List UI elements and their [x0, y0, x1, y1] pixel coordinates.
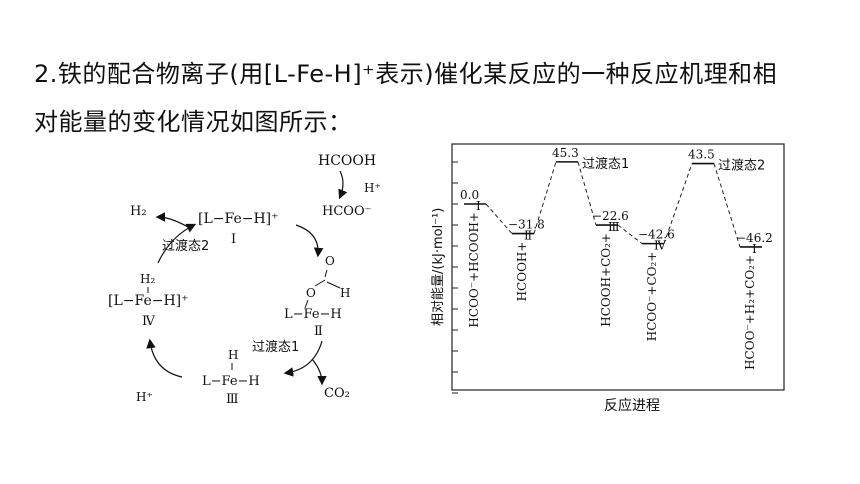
species-text-0: HCOO⁻+HCOOH+	[467, 212, 481, 328]
deprotonation-arrow	[338, 170, 348, 200]
complex-iii-formula: L−Fe−H	[202, 374, 260, 389]
x-axis-label: 反应进程	[604, 397, 660, 414]
arrow-i-to-ii	[295, 224, 324, 258]
complex-i-formula: [L−Fe−H]⁺	[198, 211, 279, 227]
formyl-o-atom: O	[325, 254, 335, 268]
y-axis-ticks	[452, 161, 458, 394]
bridging-o-atom: O	[306, 286, 316, 300]
species-text-1: HCOOH+	[515, 242, 529, 302]
h2-release-arrow	[155, 212, 189, 228]
h-plus-top-label: H⁺	[364, 181, 381, 195]
hcooh-label: HCOOH	[318, 153, 376, 169]
formyl-o-c-bond	[314, 279, 326, 287]
complex-ii-formula: L−Fe−H	[284, 307, 342, 322]
species-roman-0: Ⅰ	[476, 199, 481, 213]
fe-h2-label: H₂	[140, 272, 155, 286]
species-text-3: HCOOH+CO₂+	[599, 233, 613, 327]
species-text-6: HCOO⁻+H₂+CO₂+	[743, 255, 757, 370]
value-label-6: −46.2	[736, 231, 773, 245]
catalytic-cycle-diagram: HCOOH H⁺ HCOO⁻ H₂ 过渡态2 [L−Fe−H]⁺ Ⅰ O H O…	[108, 153, 381, 407]
h2-released-label: H₂	[130, 204, 147, 219]
question-text: 2.铁的配合物离子(用[L-Fe-H]⁺表示)催化某反应的一种反应机理和相 对能…	[34, 50, 834, 146]
species-text-4: HCOO⁻+CO₂+	[645, 252, 659, 342]
co2-label: CO₂	[324, 386, 350, 401]
species-label-1: HCOOH+Ⅱ	[515, 229, 532, 302]
value-label-3: −22.6	[592, 209, 629, 223]
value-label-2: 45.3	[552, 146, 579, 160]
co2-release-arrow	[311, 358, 327, 386]
connector-3	[577, 161, 597, 226]
complex-i-number: Ⅰ	[231, 232, 236, 247]
formyl-c-h-bond	[326, 281, 341, 289]
transition-state-label-5: 过渡态2	[718, 158, 765, 174]
species-roman-1: Ⅱ	[524, 229, 532, 243]
species-label-4: HCOO⁻+CO₂+Ⅳ	[645, 239, 667, 342]
arrow-iii-to-iv	[146, 338, 183, 378]
question-line-1: 2.铁的配合物离子(用[L-Fe-H]⁺表示)催化某反应的一种反应机理和相	[34, 60, 778, 88]
ts2-label: 过渡态2	[162, 238, 209, 254]
complex-ii-number: Ⅱ	[314, 324, 323, 339]
complex-iii-number: Ⅲ	[226, 392, 239, 407]
formyl-double-bond	[324, 269, 328, 278]
hcoo-minus-label: HCOO⁻	[322, 204, 371, 219]
h-plus-bottom-label: H⁺	[136, 390, 153, 404]
y-axis-label: 相对能量/(kJ·mol⁻¹)	[431, 208, 446, 326]
value-label-5: 43.5	[688, 148, 715, 162]
value-label-1: −31.8	[508, 218, 545, 232]
species-roman-6: Ⅰ	[752, 242, 757, 256]
connector-6	[713, 163, 741, 248]
species-label-0: HCOO⁻+HCOOH+Ⅰ	[467, 199, 481, 328]
o-fe-bond	[304, 299, 309, 309]
plot-frame	[451, 143, 785, 391]
connector-2	[533, 161, 557, 234]
question-line-2: 对能量的变化情况如图所示：	[34, 108, 353, 136]
complex-iv-formula: [L−Fe−H]⁺	[108, 293, 189, 309]
formyl-h-atom: H	[340, 286, 350, 300]
energy-profile-chart: 0.0−31.845.3过渡态1−22.6−42.643.5过渡态2−46.2 …	[431, 143, 785, 414]
species-label-3: HCOOH+CO₂+Ⅲ	[599, 220, 620, 327]
connector-4	[617, 224, 643, 245]
species-label-6: HCOO⁻+H₂+CO₂+Ⅰ	[743, 242, 757, 370]
level-connectors	[485, 161, 741, 248]
arrow-iv-to-i	[157, 223, 197, 264]
transition-state-label-2: 过渡态1	[582, 156, 629, 172]
ts1-label: 过渡态1	[252, 339, 299, 355]
complex-iv-number: Ⅳ	[142, 314, 156, 329]
arrow-ii-to-iii	[283, 340, 323, 377]
species-roman-4: Ⅳ	[654, 239, 667, 253]
species-roman-3: Ⅲ	[608, 220, 620, 234]
connector-5	[663, 163, 693, 244]
value-label-0: 0.0	[460, 188, 479, 202]
energy-levels	[464, 161, 762, 248]
value-label-4: −42.6	[638, 228, 675, 242]
fe-hydride-h: H	[228, 348, 238, 362]
